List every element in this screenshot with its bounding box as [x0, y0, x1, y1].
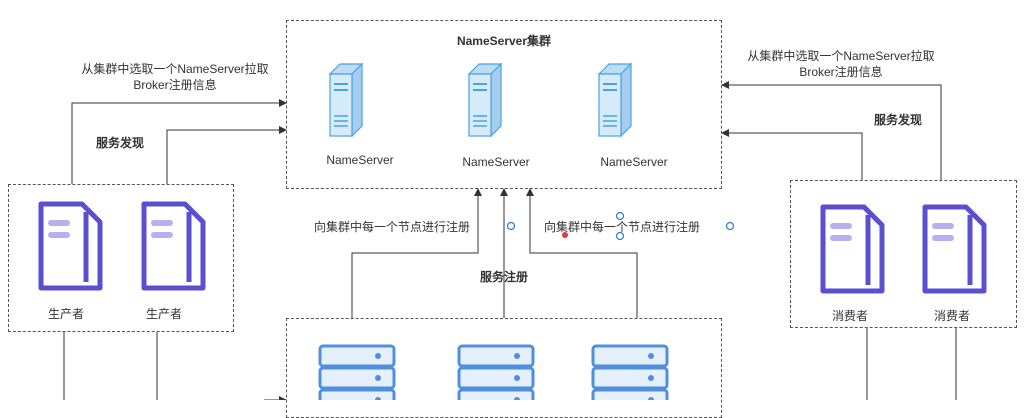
connector-lines	[63, 81, 957, 400]
edit-marker-1	[506, 221, 516, 231]
broker-register-right-line	[526, 188, 638, 318]
right-pull-text: 从集群中选取一个NameServer拉取 Broker注册信息	[747, 49, 935, 79]
right-service-discovery: 服务发现	[873, 113, 922, 127]
producer-inner-line	[166, 126, 287, 184]
producer-label-1: 生产者	[47, 307, 84, 321]
consumer-label-1: 消费者	[831, 309, 868, 323]
document-client-icon	[922, 204, 987, 294]
document-client-icon	[820, 204, 885, 294]
server-tower-icon	[467, 62, 503, 138]
client-icons	[38, 201, 987, 294]
nameserver-label-1: NameServer	[326, 153, 394, 167]
producer-outer-line	[71, 99, 287, 184]
broker-register-left-line	[351, 188, 482, 318]
service-register-label: 服务注册	[479, 270, 528, 284]
consumer-inner-line	[721, 129, 863, 180]
document-client-icon	[38, 201, 103, 291]
server-rack-icon	[591, 344, 669, 400]
document-client-icon	[141, 201, 206, 291]
server-tower-icon	[328, 62, 364, 138]
register-each-left: 向集群中每一个节点进行注册	[314, 220, 471, 234]
edit-marker-3	[615, 231, 625, 241]
register-each-right: 向集群中每一个节点进行注册	[544, 220, 701, 234]
left-pull-text: 从集群中选取一个NameServer拉取 Broker注册信息	[81, 62, 269, 92]
server-rack-icon	[457, 344, 535, 400]
server-tower-icon	[597, 62, 633, 138]
producer-group-box	[8, 184, 234, 332]
edit-marker-red	[562, 232, 568, 238]
broker-icons	[318, 344, 669, 400]
server-rack-icon	[318, 344, 396, 400]
edit-marker-2	[615, 211, 625, 221]
nameserver-icons	[328, 62, 633, 138]
nameserver-cluster-title: NameServer集群	[456, 34, 552, 48]
edit-marker-4	[725, 221, 735, 231]
producer-label-2: 生产者	[145, 307, 182, 321]
consumer-label-2: 消费者	[933, 309, 970, 323]
left-service-discovery: 服务发现	[95, 136, 144, 150]
nameserver-label-3: NameServer	[600, 155, 668, 169]
consumer-outer-line	[721, 81, 942, 180]
consumer-group-box	[790, 180, 1017, 328]
nameserver-label-2: NameServer	[462, 155, 530, 169]
